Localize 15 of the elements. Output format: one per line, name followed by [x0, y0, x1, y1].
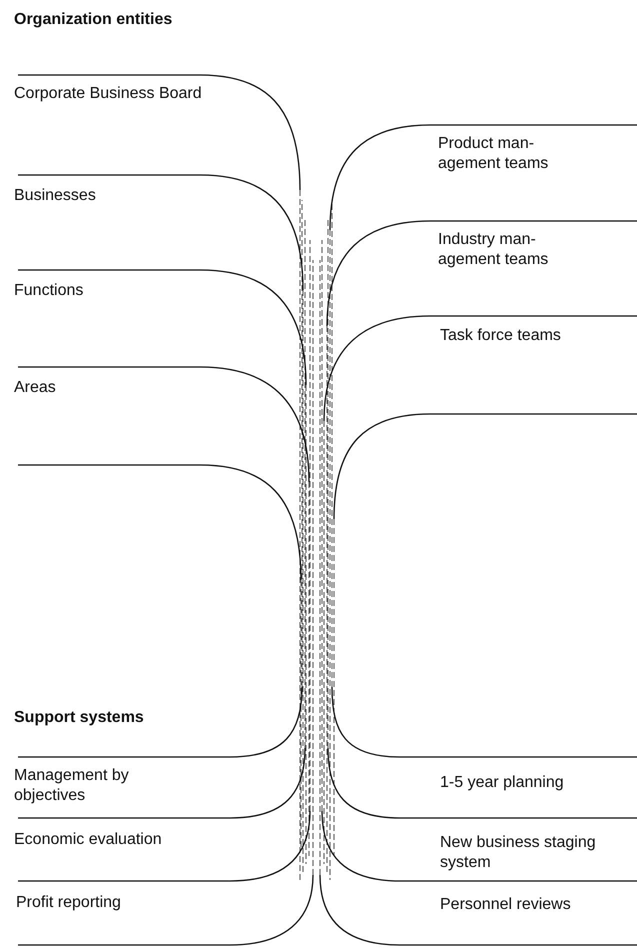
system-label: 1-5 year planning	[440, 773, 565, 793]
system-label: Economic evaluation	[14, 830, 163, 850]
entity-label: Industry man- agement teams	[438, 230, 550, 270]
system-label: Profit reporting	[16, 893, 122, 913]
entity-label: Functions	[14, 281, 84, 301]
system-label: Personnel reviews	[440, 895, 572, 915]
entity-label: Businesses	[14, 186, 97, 206]
section-heading: Support systems	[14, 708, 145, 728]
section-heading: Organization entities	[14, 10, 174, 30]
system-label: New business staging system	[440, 833, 597, 873]
entity-label: Corporate Business Board	[14, 84, 203, 104]
entity-label: Areas	[14, 378, 57, 398]
entity-label: Task force teams	[440, 326, 562, 346]
system-label: Management by objectives	[14, 766, 130, 806]
entity-label: Product man- agement teams	[438, 134, 550, 174]
